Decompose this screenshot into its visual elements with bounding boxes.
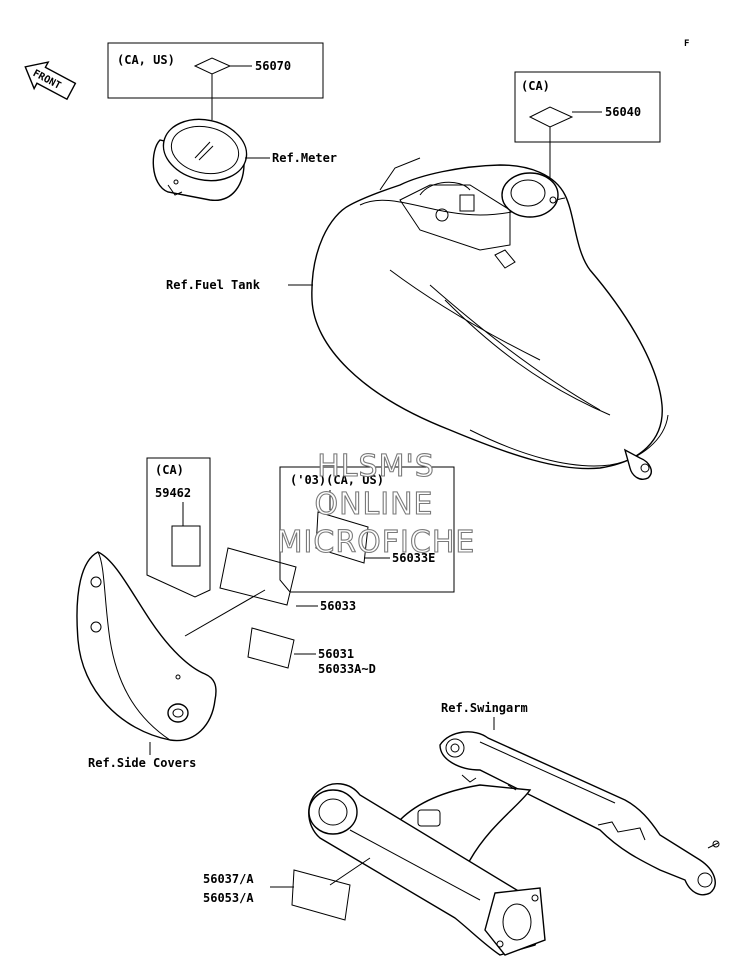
tank-box-region: (CA) (521, 79, 550, 93)
ref-fuel-tank-label: Ref.Fuel Tank (166, 278, 261, 292)
watermark: HLSM'S ONLINE MICROFICHE (276, 448, 476, 560)
corner-mark: F (684, 39, 689, 49)
part-56033-label: 56033 (320, 599, 356, 613)
part-56031-label: 56031 (318, 647, 354, 661)
watermark-line1: HLSM'S (317, 449, 435, 484)
ref-swingarm-label: Ref.Swingarm (441, 701, 528, 715)
part-56053a-label: 56053/A (203, 891, 254, 905)
side-cover-drawing (76, 551, 217, 742)
year-box-part: 56033E (392, 551, 435, 565)
fuel-tank-drawing (311, 157, 669, 480)
watermark-line3: MICROFICHE (277, 525, 476, 560)
tank-box-part: 56040 (605, 105, 641, 119)
year-label-box: ('03)(CA, US) 56033E (279, 466, 455, 593)
front-arrow-icon: FRONT (24, 61, 77, 101)
meter-drawing (152, 118, 248, 201)
meter-decal-icon (193, 57, 232, 75)
year-decal-icon (315, 511, 369, 564)
part-56037a-label: 56037/A (203, 872, 254, 886)
meter-label-box: (CA, US) 56070 (107, 42, 324, 99)
ref-side-covers-label: Ref.Side Covers (88, 756, 196, 770)
decal-56031-icon (247, 627, 295, 669)
decal-56037-icon (291, 869, 351, 921)
side-box-part: 59462 (155, 486, 191, 500)
decal-56033-icon (219, 547, 297, 606)
tank-decal-icon (528, 106, 574, 128)
year-box-region: ('03)(CA, US) (290, 473, 384, 487)
ref-meter-label: Ref.Meter (272, 151, 337, 165)
meter-box-part: 56070 (255, 59, 291, 73)
meter-box-region: (CA, US) (117, 53, 175, 67)
side-label-box: (CA) 59462 (146, 457, 211, 598)
swingarm-drawing (308, 731, 720, 956)
part-56033a-d-label: 56033A~D (318, 662, 376, 676)
side-box-region: (CA) (155, 463, 184, 477)
tank-label-box: (CA) 56040 (514, 71, 661, 143)
side-decal-icon (171, 525, 201, 567)
watermark-line2: ONLINE (314, 487, 433, 522)
